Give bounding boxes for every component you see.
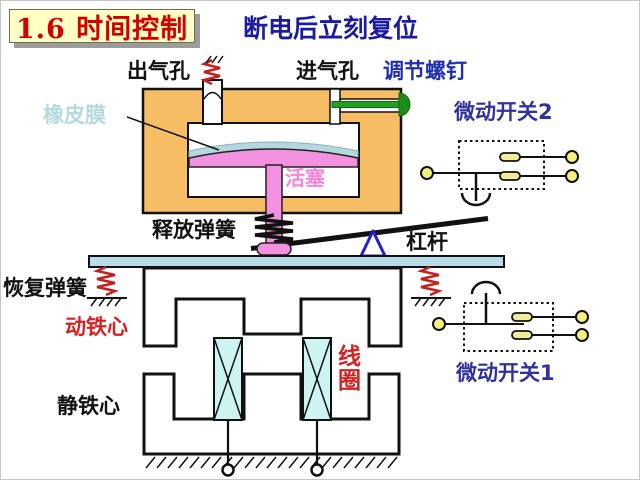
piston-head <box>188 148 359 168</box>
outlet-valve-spring <box>200 55 224 86</box>
coil-left <box>213 337 243 421</box>
ground-hatching <box>145 456 398 469</box>
armature-bar <box>88 255 505 268</box>
micro-switch-2 <box>420 140 579 207</box>
micro-switch-1 <box>432 280 589 352</box>
outlet-tube <box>202 79 223 125</box>
actuator-hook-up <box>470 280 502 295</box>
label-recovery-spring: 恢复弹簧 <box>3 276 87 300</box>
title-box: 1.6 时间控制 <box>9 9 195 45</box>
label-micro-switch-2: 微动开关2 <box>454 100 553 124</box>
label-inlet-hole: 进气孔 <box>296 59 359 83</box>
outlet-valve-dome <box>203 91 222 100</box>
recovery-spring-left <box>87 265 127 307</box>
subtitle: 断电后立刻复位 <box>243 14 419 43</box>
lever <box>250 216 489 251</box>
label-rubber-membrane: 橡皮膜 <box>43 103 106 127</box>
piston-foot <box>256 242 292 256</box>
coil-terminals <box>221 420 324 477</box>
membrane-leader-line <box>126 116 220 151</box>
label-piston: 活塞 <box>285 166 325 190</box>
page-title: 1.6 时间控制 <box>15 13 189 45</box>
release-spring <box>254 213 294 244</box>
label-static-iron-core: 静铁心 <box>57 394 120 418</box>
static-iron-core <box>142 372 401 456</box>
screw-knob <box>398 92 411 117</box>
label-micro-switch-1: 微动开关1 <box>456 361 555 385</box>
label-lever: 杠杆 <box>406 230 448 254</box>
recovery-spring-right <box>411 265 451 307</box>
label-release-spring: 释放弹簧 <box>152 218 236 242</box>
coil-right <box>302 337 332 421</box>
adjustment-screw <box>331 92 411 117</box>
moving-iron-core <box>142 266 403 348</box>
label-adjusting-screw: 调节螺钉 <box>383 59 467 83</box>
label-moving-iron-core: 动铁心 <box>65 315 128 339</box>
label-coil: 线圈 <box>338 344 361 395</box>
label-outlet-hole: 出气孔 <box>127 59 190 83</box>
actuator-hook-down <box>460 192 492 207</box>
